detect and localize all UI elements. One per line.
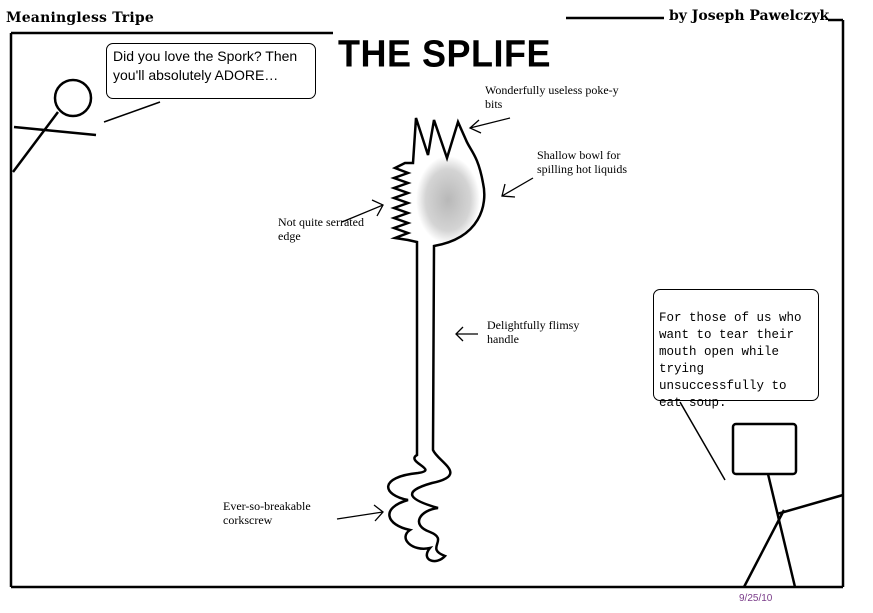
panel-border xyxy=(9,16,845,589)
left-speech-text: Did you love the Spork? Then you'll abso… xyxy=(113,48,298,83)
date-stamp: 9/25/10 xyxy=(739,593,773,604)
series-title: Meaningless Tripe xyxy=(6,10,154,26)
callout-arrows xyxy=(336,117,534,522)
speech-tails xyxy=(103,101,726,481)
comic-title: THE SPLIFE xyxy=(338,31,552,75)
arrow-handle xyxy=(455,326,478,342)
left-speech-bubble: Did you love the Spork? Then you'll abso… xyxy=(106,43,316,99)
author-byline: by Joseph Pawelczyk xyxy=(669,8,830,24)
left-stick-figure xyxy=(12,78,97,173)
label-handle: Delightfully flimsy handle xyxy=(487,318,580,346)
arrow-serrated xyxy=(341,199,384,223)
label-corkscrew: Ever-so-breakable corkscrew xyxy=(223,499,311,527)
right-stick-figure xyxy=(731,422,844,588)
bowl-shading xyxy=(416,156,480,244)
arrow-corkscrew xyxy=(336,504,384,522)
label-bowl: Shallow bowl for spilling hot liquids xyxy=(537,148,628,176)
label-poke-bits: Wonderfully useless poke-y bits xyxy=(485,83,619,111)
splife-outline xyxy=(387,117,486,563)
label-serrated-edge: Not quite serrated edge xyxy=(278,215,364,243)
splife-utensil xyxy=(387,117,486,563)
right-speech-text: For those of us who want to tear their m… xyxy=(659,311,802,410)
arrow-bowl xyxy=(501,177,534,198)
arrow-poke xyxy=(468,117,511,134)
right-speech-bubble: For those of us who want to tear their m… xyxy=(653,289,819,410)
